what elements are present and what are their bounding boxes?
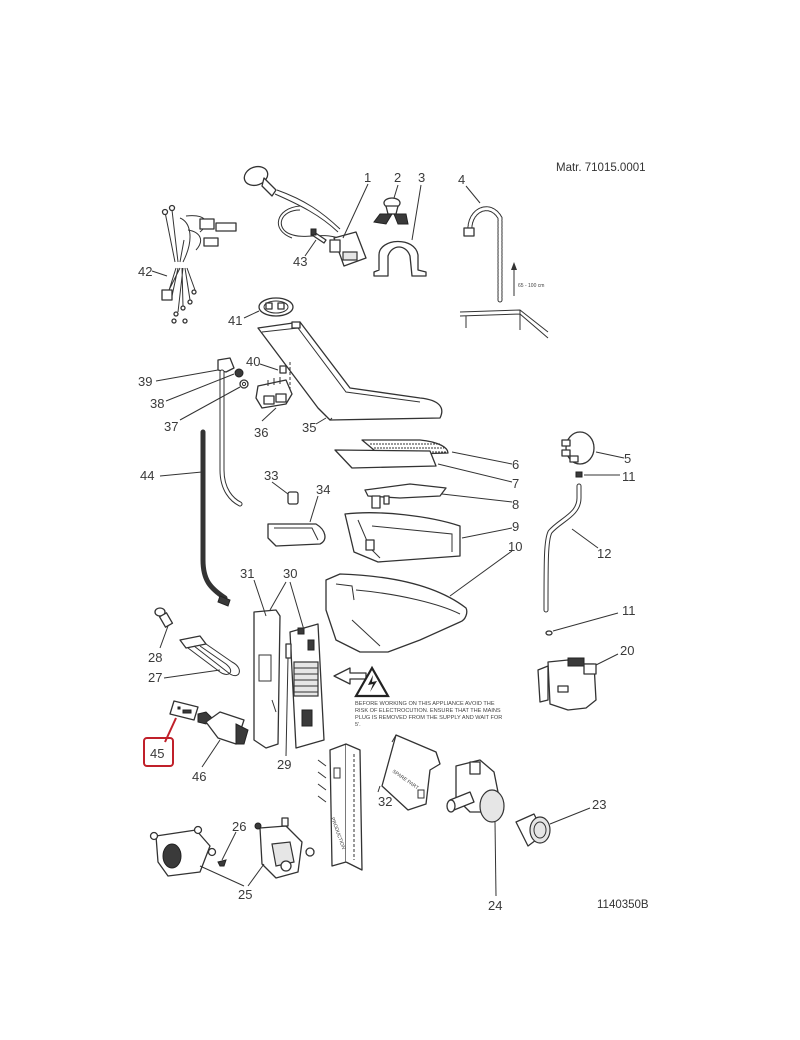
part-3-hose-guide[interactable] — [373, 240, 427, 277]
callout-4: 4 — [458, 172, 465, 187]
callout-28: 28 — [148, 650, 162, 665]
part-26-screw[interactable] — [217, 859, 227, 867]
callout-27: 27 — [148, 670, 162, 685]
part-45-plate[interactable] — [169, 700, 199, 721]
callout-11-lower: 11 — [622, 603, 636, 618]
part-8-siphon[interactable] — [364, 483, 447, 509]
part-1-power-cord[interactable] — [242, 163, 367, 267]
callout-10: 10 — [508, 539, 522, 554]
part-20-door-lock[interactable] — [537, 657, 597, 711]
part-37-washer[interactable] — [239, 379, 249, 389]
drain-height-label: 65 - 100 cm — [518, 283, 544, 289]
callout-1: 1 — [364, 170, 371, 185]
callout-41: 41 — [228, 313, 242, 328]
part-32-terminal-cover[interactable]: PRODUCTION SPARE PART — [317, 734, 441, 871]
part-11-clip-lower[interactable] — [545, 630, 553, 636]
callout-44: 44 — [140, 468, 154, 483]
part-24-drain-pump[interactable] — [446, 759, 505, 823]
part-12-pressure-hose[interactable] — [543, 483, 582, 613]
part-2-y-connector[interactable] — [373, 197, 409, 225]
callout-31: 31 — [240, 566, 254, 581]
part-11-clip-upper[interactable] — [575, 471, 583, 478]
part-41-grommet[interactable] — [258, 297, 294, 317]
part-27-heating-element[interactable] — [179, 635, 240, 676]
drawing-code: 1140350B — [597, 899, 649, 911]
callout-43: 43 — [293, 254, 307, 269]
callout-37: 37 — [164, 419, 178, 434]
part-10-drawer-housing[interactable] — [325, 573, 468, 653]
callout-35: 35 — [302, 420, 316, 435]
part-34-softener-tray[interactable] — [267, 523, 326, 547]
callout-39: 39 — [138, 374, 152, 389]
callout-2: 2 — [394, 170, 401, 185]
part-36-inlet-valve[interactable] — [255, 377, 293, 409]
part-7-panel[interactable] — [334, 449, 437, 469]
part-38-filter-mesh[interactable] — [234, 368, 244, 378]
callout-9: 9 — [512, 519, 519, 534]
callout-42: 42 — [138, 264, 152, 279]
part-29-connector[interactable] — [285, 643, 292, 659]
callout-8: 8 — [512, 497, 519, 512]
part-31-module-cover[interactable] — [253, 609, 281, 749]
callout-5: 5 — [624, 451, 631, 466]
part-40-valve-cap[interactable] — [279, 362, 291, 392]
warning-line-4: 5'. — [355, 722, 361, 728]
callout-7: 7 — [512, 476, 519, 491]
warning-line-2: RISK OF ELECTROCUTION. ENSURE THAT THE M… — [355, 708, 501, 714]
callout-23: 23 — [592, 797, 606, 812]
part-46-filter-component[interactable] — [197, 711, 249, 745]
callout-3: 3 — [418, 170, 425, 185]
highlight-box-45 — [143, 737, 174, 767]
callout-26: 26 — [232, 819, 246, 834]
material-reference: Matr. 71015.0001 — [556, 162, 646, 174]
warning-notice: BEFORE WORKING ON THIS APPLIANCE AVOID T… — [354, 665, 502, 728]
callout-40: 40 — [246, 354, 260, 369]
callout-24: 24 — [488, 898, 502, 913]
callout-25: 25 — [238, 887, 252, 902]
part-4-drain-hose[interactable] — [459, 206, 549, 339]
callout-34: 34 — [316, 482, 330, 497]
callout-45: 45 — [150, 746, 164, 761]
callout-12: 12 — [597, 546, 611, 561]
part-9-detergent-drawer[interactable] — [344, 512, 461, 563]
part-35-top-bracket[interactable] — [257, 321, 443, 421]
callout-11-upper: 11 — [622, 469, 636, 484]
part-23-pump-filter[interactable] — [515, 813, 551, 847]
part-39-elbow[interactable] — [217, 357, 243, 507]
callout-36: 36 — [254, 425, 268, 440]
part-28-ntc-sensor[interactable] — [154, 607, 174, 628]
part-42-wiring-harness[interactable] — [161, 204, 237, 324]
callout-32: 32 — [378, 794, 392, 809]
part-33-cap[interactable] — [287, 491, 299, 505]
callout-38: 38 — [150, 396, 164, 411]
callout-6: 6 — [512, 457, 519, 472]
callout-20: 20 — [620, 643, 634, 658]
callout-30: 30 — [283, 566, 297, 581]
warning-line-3: PLUG IS REMOVED FROM THE SUPPLY AND WAIT… — [355, 715, 502, 721]
callout-33: 33 — [264, 468, 278, 483]
part-44-pipe[interactable] — [200, 429, 231, 607]
part-30-electronic-board[interactable] — [289, 623, 325, 749]
part-43-screw[interactable] — [310, 228, 327, 244]
callout-29: 29 — [277, 757, 291, 772]
part-5-pressure-switch[interactable] — [561, 431, 595, 465]
warning-line-1: BEFORE WORKING ON THIS APPLIANCE AVOID T… — [355, 701, 495, 707]
callout-46: 46 — [192, 769, 206, 784]
part-25-motor[interactable] — [149, 817, 315, 879]
